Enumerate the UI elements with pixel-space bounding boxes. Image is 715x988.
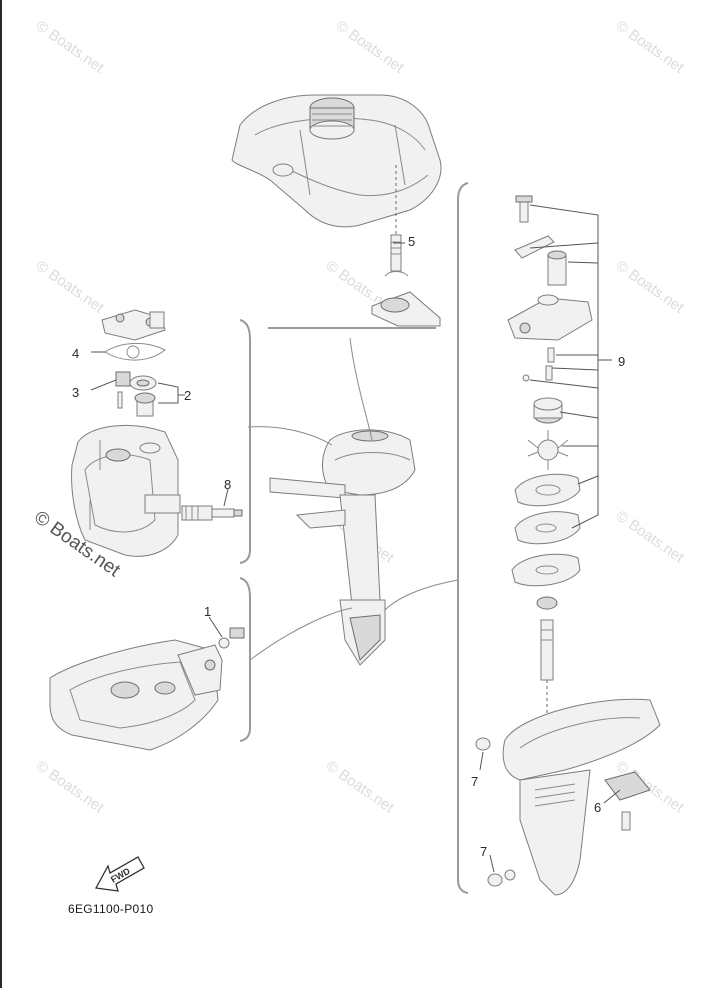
top-cowling [231,94,442,228]
outboard-motor [269,429,416,666]
watermark: © Boats.net [613,17,688,76]
watermark: © Boats.net [613,257,688,316]
leader-2 [157,382,179,404]
part-label-7: 7 [480,844,487,859]
group-bracket [457,182,469,894]
overview-connector [384,579,459,611]
leader-7a [479,751,484,771]
watermark: © Boats.net [333,17,408,76]
gasket-4 [104,342,166,361]
overview-connector [349,337,373,441]
spark-plug [181,505,243,521]
lower-unit [475,698,661,896]
impeller [527,430,569,470]
plug-1 [218,627,245,649]
part-label-3: 3 [72,385,79,400]
thermostat [115,371,157,417]
leader-8 [223,488,229,507]
overview-connector [247,426,333,446]
leader-1 [208,616,223,638]
part-label-7: 7 [471,774,478,789]
watermark: © Boats.net [33,757,108,816]
fwd-arrow-icon: FWD [94,856,145,892]
watermark: © Boats.net [323,757,398,816]
part-label-5: 5 [408,234,415,249]
diagram-code: 6EG1100-P010 [68,902,153,916]
water-pump-group [507,195,593,740]
crankcase [49,639,223,751]
part-label-6: 6 [594,800,601,815]
part-label-9: 9 [618,354,625,369]
overview-connector [249,607,353,661]
thermostat-cover [101,309,166,341]
leader-3 [90,379,117,391]
watermark: © Boats.net [33,257,108,316]
group-bracket [239,577,251,742]
watermark: © Boats.net [613,507,688,566]
watermark: © Boats.net [33,17,108,76]
part-label-4: 4 [72,346,79,361]
leader-6 [603,789,621,804]
part-label-1: 1 [204,604,211,619]
part-label-2: 2 [184,388,191,403]
leader-7b [489,854,495,873]
part-9-leaders [529,204,612,529]
group-bracket [239,319,251,564]
cowling-bracket [371,234,441,327]
part-label-8: 8 [224,477,231,492]
cylinder-block [71,424,181,557]
